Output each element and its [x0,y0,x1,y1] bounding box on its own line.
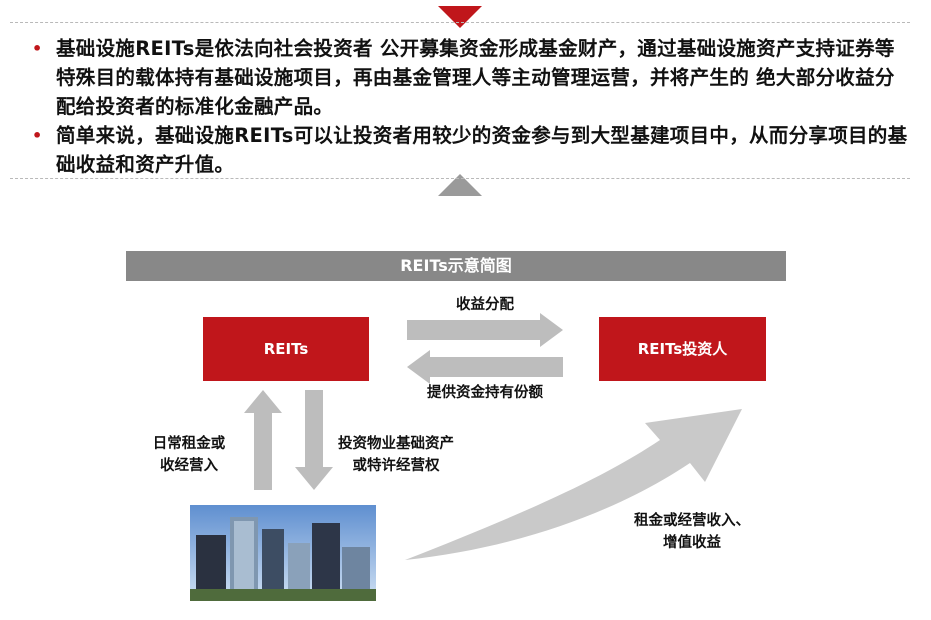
reits-investor-box: REITs投资人 [599,317,766,381]
arrow-left [407,350,563,384]
bullet-item: • 基础设施REITs是依法向社会投资者 公开募集资金形成基金财产，通过基础设施… [30,34,910,121]
label-rent-appreciation: 租金或经营收入、增值收益 [634,513,750,551]
bullet-dot-icon: • [32,39,43,58]
label-invest-assets: 投资物业基础资产或特许经营权 [338,436,454,474]
bullet-item: • 简单来说，基础设施REITs可以让投资者用较少的资金参与到大型基建项目中，从… [30,121,910,179]
bullet-list: • 基础设施REITs是依法向社会投资者 公开募集资金形成基金财产，通过基础设施… [30,34,910,179]
label-provide-capital: 提供资金持有份额 [427,385,543,401]
arrow-curve [405,409,742,560]
label-rent-income: 日常租金或收经营入 [152,436,226,474]
arrow-down [295,390,333,490]
top-dotted-divider [10,22,910,23]
bullet-text: 基础设施REITs是依法向社会投资者 公开募集资金形成基金财产，通过基础设施资产… [56,37,895,118]
bullet-text: 简单来说，基础设施REITs可以让投资者用较少的资金参与到大型基建项目中，从而分… [56,124,908,176]
bullet-dot-icon: • [32,126,43,145]
bottom-dotted-divider [10,178,910,179]
label-income-distribution: 收益分配 [456,297,514,313]
reits-box: REITs [203,317,369,381]
top-marker-triangle [438,6,482,28]
bottom-marker-triangle [438,174,482,196]
arrow-right [407,313,563,347]
buildings-image [190,505,376,601]
arrow-up [244,390,282,490]
diagram-title: REITs示意简图 [126,251,786,281]
